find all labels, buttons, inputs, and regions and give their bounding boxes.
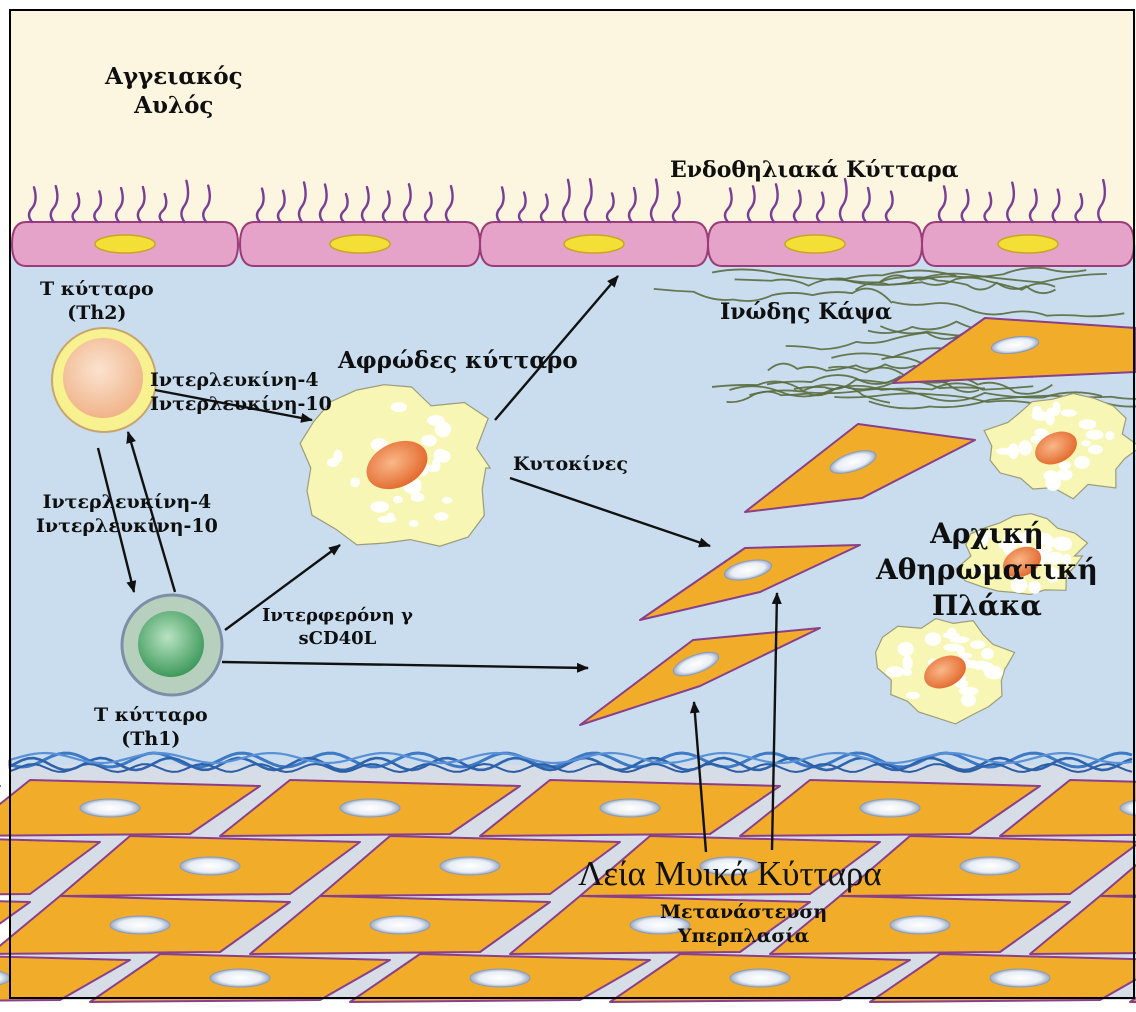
endothelial-nucleus — [998, 235, 1058, 253]
initial-plaque-line-1: Αρχική — [876, 516, 1098, 552]
th2-cell-label: Τ κύτταρο (Th2) — [40, 277, 154, 326]
th1-signals-label: Ιντερφερόνη γ sCD40L — [262, 604, 413, 650]
th2-cell — [52, 328, 156, 432]
th1-cell — [122, 595, 222, 695]
lumen-label: Αγγειακός Αυλός — [105, 62, 243, 121]
th2-cytokine-il10: Ιντερλευκίνη-10 — [150, 392, 332, 416]
initial-plaque-line-3: Πλάκα — [876, 588, 1098, 624]
foam-cell-label: Αφρώδες κύτταρο — [338, 346, 578, 375]
th2-cytokine-il4: Ιντερλευκίνη-4 — [150, 368, 332, 392]
th1-cell-label-line-1: Τ κύτταρο — [94, 703, 208, 727]
th1-signal-ifn-gamma: Ιντερφερόνη γ — [262, 604, 413, 627]
lumen-label-line-1: Αγγειακός — [105, 62, 243, 91]
cytokines-label: Κυτοκίνες — [513, 452, 628, 476]
initial-plaque-line-2: Αθηρωματική — [876, 552, 1098, 588]
endothelial-nucleus — [564, 235, 624, 253]
endothelial-nucleus — [95, 235, 155, 253]
feedback-cytokine-il10: Ιντερλευκίνη-10 — [36, 514, 218, 538]
feedback-cytokine-il4: Ιντερλευκίνη-4 — [36, 490, 218, 514]
smc-effect-migration: Μετανάστευση — [660, 900, 827, 924]
smooth-muscle-cells-label: Λεία Μυικά Κύτταρα — [578, 852, 882, 897]
fibrous-cap-label: Ινώδης Κάψα — [720, 298, 892, 326]
th1-signal-scd40l: sCD40L — [262, 627, 413, 650]
smc-effect-hyperplasia: Υπερπλασία — [660, 924, 827, 948]
endothelial-nucleus — [785, 235, 845, 253]
media-smooth-muscle-layer — [0, 765, 1136, 1002]
endothelial-nucleus — [330, 235, 390, 253]
th1-cell-label: Τ κύτταρο (Th1) — [94, 703, 208, 752]
th2-cytokines-label: Ιντερλευκίνη-4 Ιντερλευκίνη-10 — [150, 368, 332, 417]
endothelial-cells-label: Ενδοθηλιακά Κύτταρα — [670, 156, 959, 184]
smc-effects-label: Μετανάστευση Υπερπλασία — [660, 900, 827, 949]
lumen-label-line-2: Αυλός — [105, 91, 243, 120]
initial-plaque-label: Αρχική Αθηρωματική Πλάκα — [876, 516, 1098, 623]
th2-cell-label-line-1: Τ κύτταρο — [40, 277, 154, 301]
th2-cell-label-line-2: (Th2) — [40, 301, 154, 325]
th1-cell-label-line-2: (Th1) — [94, 727, 208, 751]
feedback-cytokines-label: Ιντερλευκίνη-4 Ιντερλευκίνη-10 — [36, 490, 218, 539]
